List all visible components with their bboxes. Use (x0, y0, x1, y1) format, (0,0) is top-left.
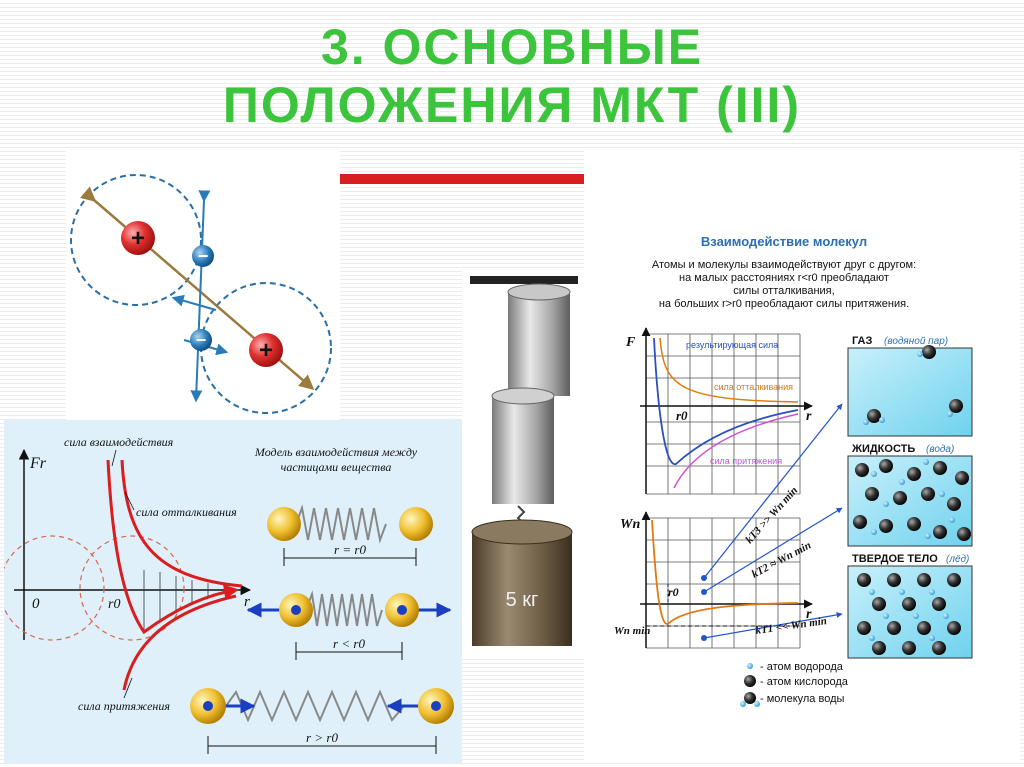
state-liquid-label: ЖИДКОСТЬ (851, 443, 915, 455)
legend-oxygen-icon (744, 675, 756, 687)
state-liquid-note: (вода) (926, 444, 954, 455)
curve-resultant-label: результирующая сила (686, 340, 778, 350)
gas-molecules (863, 345, 963, 425)
spring-model-equal: r = r0 (267, 504, 433, 566)
eq-solid: kT1 << Wn min (755, 615, 828, 637)
plus-sign-1: + (131, 225, 145, 252)
slide-title: 3. ОСНОВНЫЕ ПОЛОЖЕНИЯ МКТ (III) (0, 18, 1024, 134)
state-gas-label: ГАЗ (852, 335, 872, 347)
label-attraction: сила притяжения (78, 699, 170, 713)
desc-line-2: на малых расстояниях r<r0 преобладают (679, 272, 889, 284)
eq-equal: r = r0 (334, 542, 366, 557)
graph-F-label: F (625, 335, 636, 350)
minus-ion-2 (190, 329, 212, 351)
potential-energy-curve (651, 519, 799, 625)
minus-ion-1 (192, 245, 214, 267)
molecules-title: Взаимодействие молекул (701, 234, 867, 249)
graph-r0-label: r0 (676, 408, 688, 423)
graph-r-label: r (806, 409, 812, 424)
graph-r-label-2: r (806, 607, 812, 622)
model-title-line-1: Модель взаимодействия между (254, 445, 418, 459)
label-resultant: сила взаимодействия (64, 435, 174, 449)
r0-label: r0 (108, 597, 120, 612)
curve-attraction-label: сила притяжения (710, 456, 782, 466)
model-title-line-2: частицами вещества (281, 460, 392, 474)
upper-cylinder (508, 292, 570, 396)
legend-hydrogen-icon (747, 663, 753, 669)
mol-attraction-curve (673, 413, 799, 489)
curve-repulsion-label: сила отталкивания (714, 382, 793, 392)
liquid-molecules (853, 459, 971, 541)
spring-model-greater: r > r0 (190, 688, 454, 754)
cylinders-weight-illustration: 5 кг (462, 270, 584, 656)
r-axis-label: r (244, 594, 250, 610)
ion-interaction-diagram: + + − − (66, 150, 340, 420)
molecules-interaction-diagram: Взаимодействие молекул Атомы и молекулы … (584, 148, 1020, 763)
red-accent-bar (340, 174, 584, 184)
eq-greater: r > r0 (306, 730, 338, 745)
minus-sign-2: − (196, 330, 207, 350)
plus-ion-2 (249, 333, 283, 367)
weight-block (472, 532, 572, 646)
minus-sign-1: − (198, 246, 209, 266)
mol-repulsion-curve (659, 337, 799, 403)
plus-ion-1 (121, 221, 155, 255)
eq-less: r < r0 (333, 636, 365, 651)
state-solid-note: (лёд) (946, 554, 969, 565)
repulsion-curve (120, 459, 243, 588)
fr-axis-label: Fr (29, 455, 47, 472)
desc-line-4: на больших r>r0 преобладают силы притяже… (659, 298, 909, 310)
graph-W-label: Wn (620, 517, 640, 532)
plus-sign-2: + (259, 337, 273, 364)
graph-Wmin-label: Wn min (614, 625, 650, 637)
state-gas-note: (водяной пар) (884, 336, 948, 347)
legend-oxygen: - атом кислорода (760, 676, 849, 688)
legend-water-icon (740, 692, 760, 707)
weight-label: 5 кг (506, 589, 539, 611)
state-solid-label: ТВЕРДОЕ ТЕЛО (852, 553, 938, 565)
force-model-diagram: Fr r 0 r0 сила взаимодействия сила оттал… (4, 420, 462, 763)
lower-cylinder (492, 396, 554, 504)
legend-hydrogen: - атом водорода (760, 661, 844, 673)
attraction-curve (122, 594, 237, 691)
spring-model-less: r < r0 (246, 590, 452, 660)
resultant-curve (106, 459, 239, 635)
label-repulsion: сила отталкивания (136, 505, 237, 519)
origin-label: 0 (32, 596, 40, 612)
solid-molecules (857, 573, 961, 655)
desc-line-1: Атомы и молекулы взаимодействуют друг с … (652, 259, 916, 271)
legend-water: - молекула воды (760, 693, 844, 705)
graph-r0-label-2: r0 (668, 585, 679, 599)
title-line-2: ПОЛОЖЕНИЯ МКТ (III) (222, 77, 802, 133)
mol-resultant-curve (653, 337, 799, 465)
title-line-1: 3. ОСНОВНЫЕ (320, 19, 704, 75)
desc-line-3: силы отталкивания, (733, 285, 834, 297)
